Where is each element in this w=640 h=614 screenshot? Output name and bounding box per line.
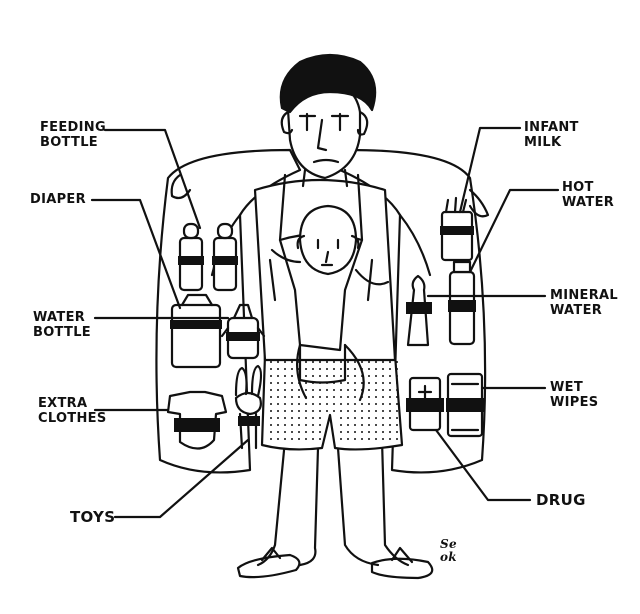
diaper-icon <box>170 303 222 369</box>
pocket-bands <box>170 226 484 432</box>
leader-hot-water <box>468 188 560 274</box>
shorts <box>260 353 404 451</box>
left-flip-flop <box>236 553 301 579</box>
bunny-toy-icon <box>234 364 263 450</box>
baby-leg-right <box>343 343 365 402</box>
leader-feeding-bottle <box>103 128 202 230</box>
baby-leg-left <box>295 343 308 400</box>
baby-arm-right <box>354 268 390 286</box>
baby-head <box>298 204 358 276</box>
label-diaper: DIAPER <box>30 192 86 207</box>
infant-milk-icon <box>440 210 474 262</box>
artist-signature: Se ok <box>440 537 457 564</box>
right-flip-flop <box>370 557 434 580</box>
baby-carrier <box>278 173 364 352</box>
label-toys: TOYS <box>70 508 116 526</box>
label-wet-wipes: WET WIPES <box>550 380 599 410</box>
label-extra-clothes: EXTRA CLOTHES <box>38 396 107 426</box>
shorts-pattern <box>270 361 398 440</box>
legs <box>256 438 287 567</box>
leader-toys <box>113 438 250 519</box>
label-drug: DRUG <box>536 491 586 509</box>
hair <box>279 53 377 114</box>
leader-drug <box>434 428 532 502</box>
label-infant-milk: INFANT MILK <box>524 120 579 150</box>
label-mineral-water: MINERAL WATER <box>550 288 618 318</box>
label-hot-water: HOT WATER <box>562 180 615 210</box>
label-feeding-bottle: FEEDING BOTTLE <box>40 120 106 150</box>
baby-arm-left <box>270 248 302 264</box>
label-water-bottle: WATER BOTTLE <box>33 310 91 340</box>
jacket <box>155 148 302 474</box>
leader-infant-milk <box>458 126 522 214</box>
leader-diaper <box>90 198 182 310</box>
